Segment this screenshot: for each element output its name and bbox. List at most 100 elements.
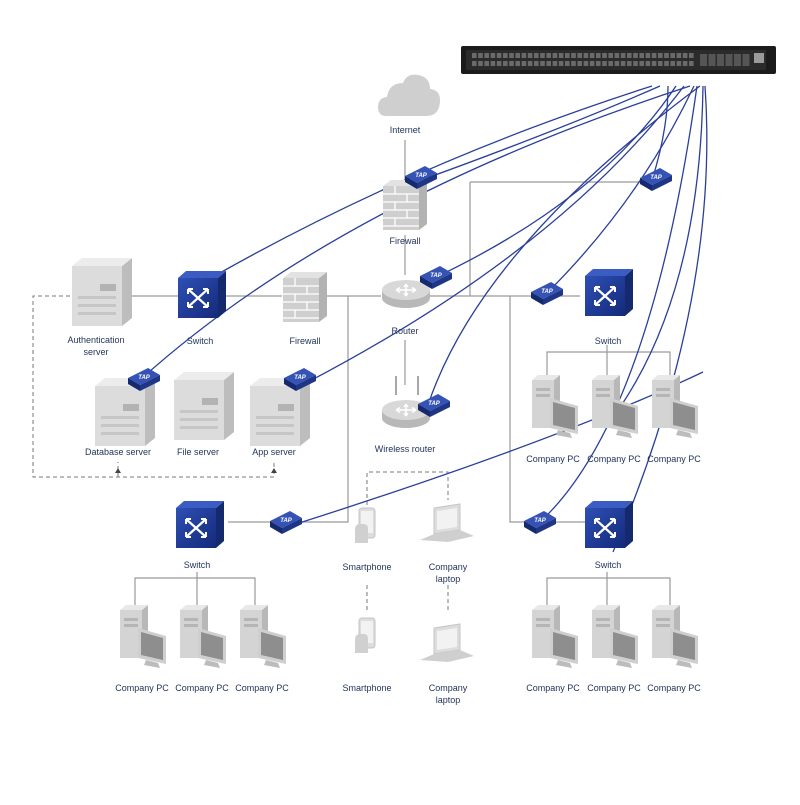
switch-bottom-left-label: Switch [184,560,211,570]
port [534,53,539,58]
port [484,61,489,66]
tap-router: TAP [420,266,452,289]
port [682,61,688,66]
laptop-label-line1: Company [429,562,468,572]
network-packet-broker [461,46,776,74]
firewall-top: Firewall [382,179,428,246]
app-server: App server [250,378,310,457]
firewall-mid-label: Firewall [289,336,320,346]
port [478,53,483,58]
port [664,53,669,58]
file-server: File server [174,372,234,457]
port [540,53,545,58]
pc-label: Company PC [115,683,169,693]
tap-switch-right: TAP [531,282,563,305]
port [565,61,570,66]
pc-icon [240,605,286,668]
laptop-label-line2: laptop [436,574,461,584]
port [478,61,483,66]
pc-label: Company PC [587,683,641,693]
port [534,61,539,66]
port [614,53,620,58]
switch-left-label: Switch [187,336,214,346]
port [664,61,669,66]
firewall-icon [282,271,328,323]
pc-icon [652,605,698,668]
smartphone-label: Smartphone [342,562,391,572]
port [682,53,688,58]
port [689,53,694,58]
tap-wireless-router: TAP [418,394,450,417]
monitoring-links [139,85,708,553]
wired-connections [125,140,671,608]
port [620,61,626,66]
port [509,53,514,58]
port [596,61,601,66]
pc-icon [592,375,638,438]
port [490,61,496,66]
port [546,53,551,58]
port [515,61,520,66]
tap-app-server: TAP [284,368,316,391]
port [503,53,508,58]
port [496,61,502,66]
router-icon [381,279,431,309]
laptop-label-line2: laptop [436,695,461,705]
tap-label: TAP [430,273,443,279]
tap-switch-bottom-right: TAP [524,511,556,534]
smartphone-label: Smartphone [342,683,391,693]
tap-label: TAP [428,401,441,407]
router: Router [381,279,431,336]
switch-icon [583,499,635,550]
port [633,61,638,66]
switch-bottom-left: Switch [174,499,226,570]
port [602,53,607,58]
pc-label: Company PC [587,454,641,464]
pc-icon [180,605,226,668]
port [527,53,533,58]
pc-group-bottom-right: Company PC Company PC Company PC [526,605,701,693]
port [496,53,502,58]
port [558,61,564,66]
port [639,61,644,66]
internet-label: Internet [390,125,421,135]
pc-icon [532,375,578,438]
port [689,61,694,66]
auth-server-label-line2: server [83,347,108,357]
pc-icon [120,605,166,668]
port [658,53,663,58]
pc-label: Company PC [235,683,289,693]
port [527,61,533,66]
wireless-devices: Smartphone Company laptop Smartphone Com… [342,503,475,705]
cloud-icon [378,74,440,116]
auth-server-label-line1: Authentication [67,335,124,345]
tap-label: TAP [534,518,547,524]
port [521,61,527,66]
tap-label: TAP [280,518,293,524]
pc-label: Company PC [647,683,701,693]
port [608,61,613,66]
firewall-mid: Firewall [282,271,328,346]
port [484,53,489,58]
port [627,53,632,58]
file-server-label: File server [177,447,219,457]
port [633,53,638,58]
server-icon [72,258,132,326]
tap-database-server: TAP [128,368,160,391]
uplink-port [725,54,733,66]
smartphone-icon [354,617,376,654]
switch-icon [583,267,635,318]
port [558,53,564,58]
port [676,61,682,66]
tap-label: TAP [541,289,554,295]
port [608,53,613,58]
port [589,53,595,58]
laptop-label-line1: Company [429,683,468,693]
database-server: Database server [85,378,155,457]
switch-left: Switch [176,269,228,346]
port [614,61,620,66]
pc-icon [532,605,578,668]
port [602,61,607,66]
